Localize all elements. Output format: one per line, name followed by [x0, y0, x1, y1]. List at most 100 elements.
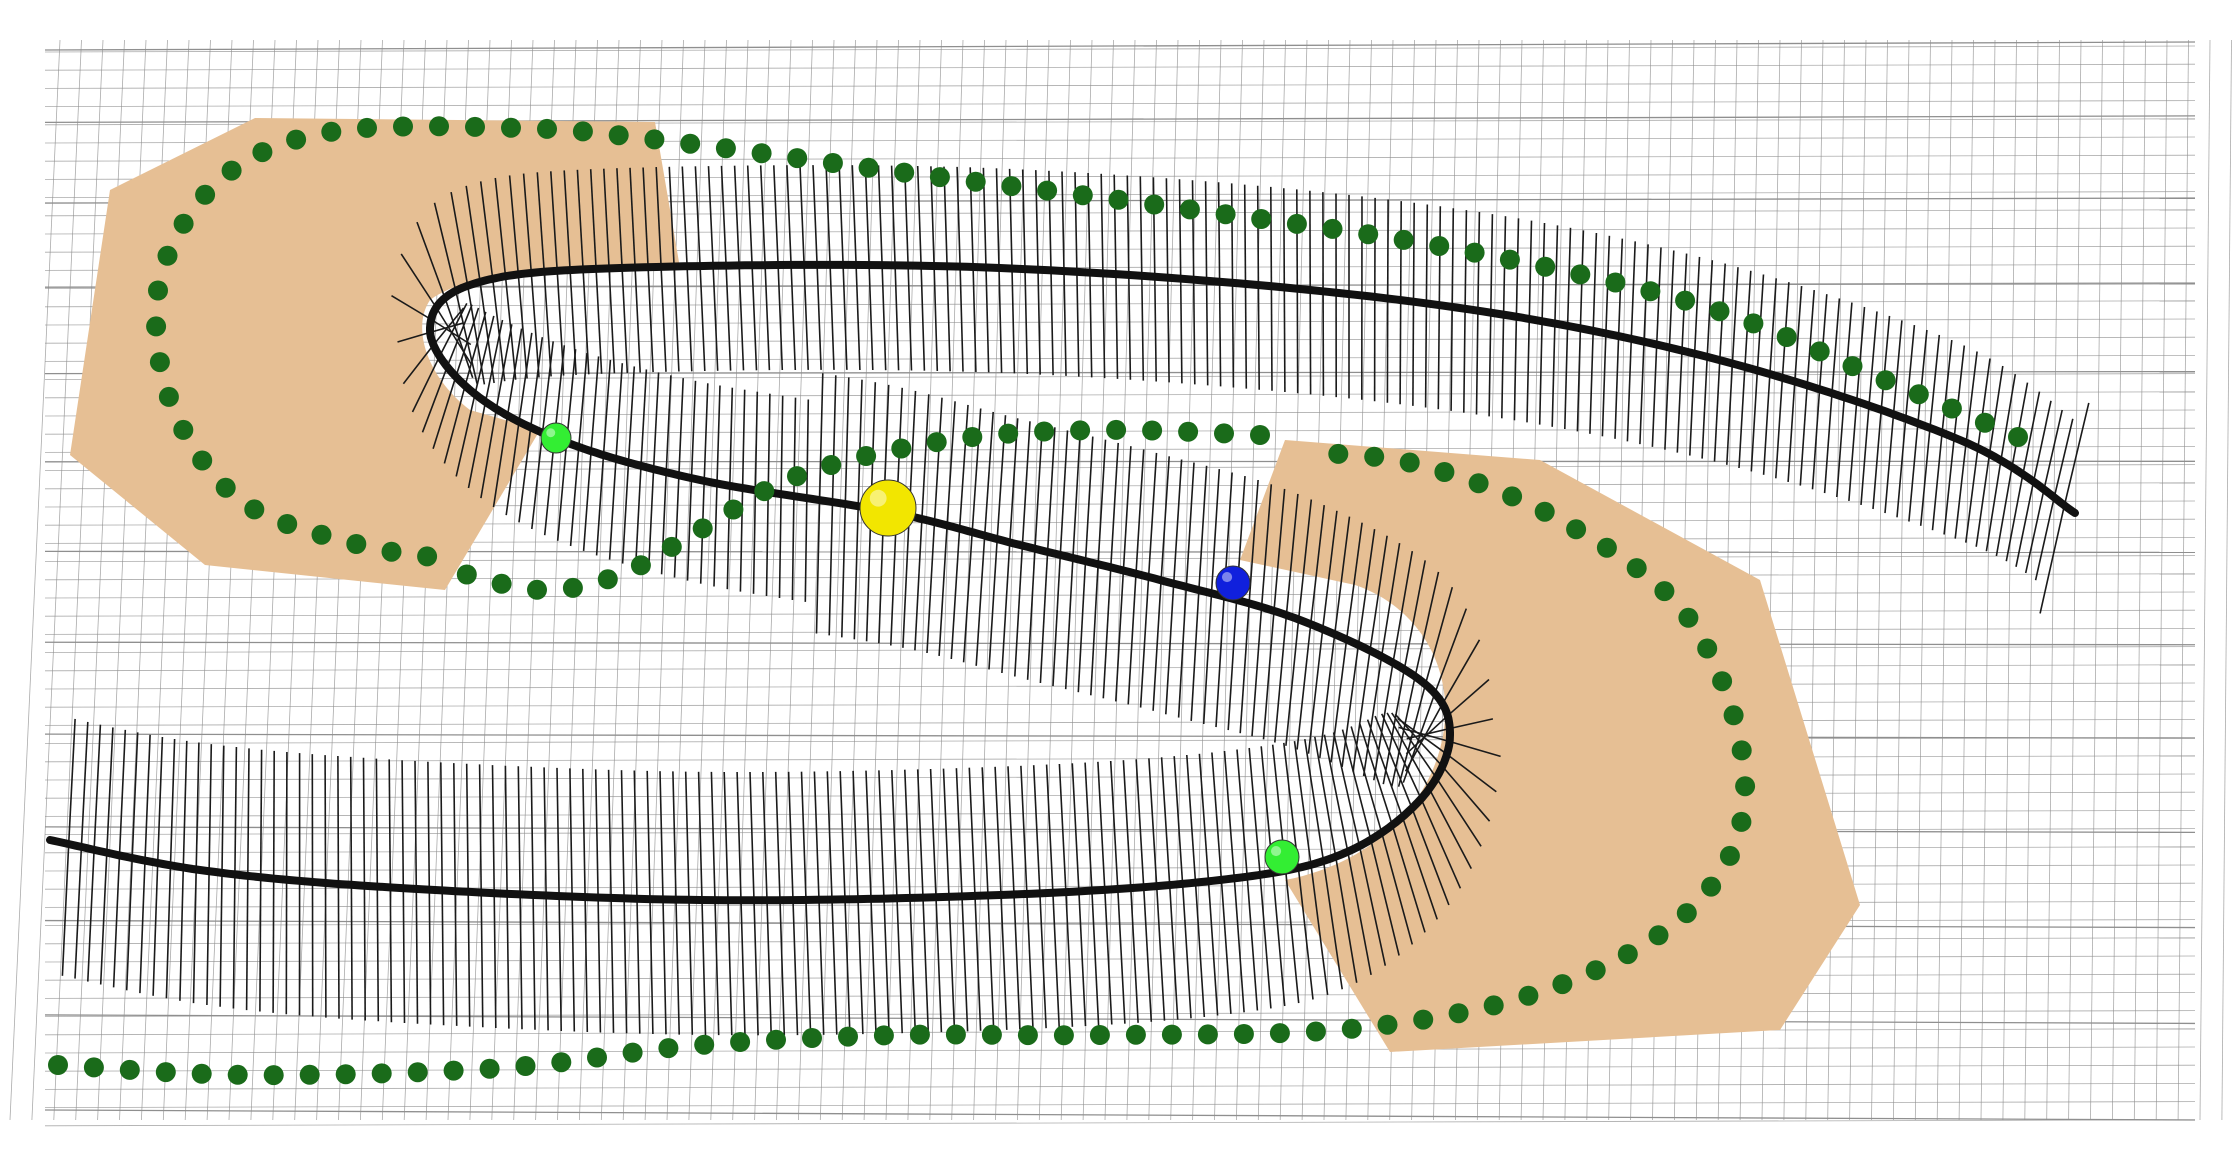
normal-line: [1026, 548, 1036, 680]
inner-boundary-middle-dot: [491, 573, 512, 594]
inner-boundary-middle-dot: [1142, 420, 1163, 441]
normal-line: [896, 898, 903, 1034]
grid-row: [44, 100, 2196, 107]
grid-column: [776, 39, 813, 1121]
normal-line: [421, 366, 448, 433]
grid-row: [44, 1064, 2196, 1072]
outer-boundary-lower-dot: [909, 1024, 930, 1045]
normal-line: [806, 399, 810, 499]
normal-line: [1000, 894, 1008, 1030]
grid-column: [841, 39, 878, 1121]
grid-column: [2046, 39, 2060, 1121]
normal-line: [1437, 305, 1441, 410]
outer-boundary-lower-dot: [1305, 1021, 1326, 1042]
normal-line: [505, 421, 520, 516]
normal-line: [1406, 727, 1450, 740]
normal-line: [1988, 365, 2004, 455]
inner-boundary-middle-dot: [1250, 425, 1270, 445]
transition-marker-lower[interactable]: [1264, 839, 1300, 875]
normal-line: [660, 266, 667, 372]
normal-line: [87, 849, 95, 982]
outer-boundary-lower-dot: [1518, 985, 1539, 1006]
normal-line: [1078, 891, 1087, 1027]
inner-boundary-middle-dot: [754, 481, 775, 502]
outer-boundary-lower-dot: [1735, 776, 1756, 797]
normal-line: [1848, 401, 1858, 501]
normal-line: [1515, 218, 1520, 317]
normal-line: [506, 893, 510, 1029]
normal-line: [467, 891, 471, 1027]
inner-boundary-middle-dot: [1214, 423, 1234, 444]
normal-line: [690, 380, 697, 479]
grid-row: [44, 992, 2196, 999]
outer-boundary-lower-dot: [766, 1029, 786, 1050]
normal-line: [532, 894, 536, 1030]
normal-line: [950, 528, 961, 660]
grid-row: [44, 810, 2196, 817]
normal-line: [816, 264, 822, 370]
normal-line: [877, 165, 883, 266]
outer-boundary-lower-dot: [335, 1064, 356, 1085]
normal-line: [636, 898, 641, 1034]
normal-line: [2024, 489, 2045, 574]
normal-line: [433, 202, 457, 292]
outer-boundary-lower-dot: [407, 1062, 428, 1083]
normal-line: [1179, 278, 1183, 384]
normal-line: [831, 899, 838, 1035]
normal-line: [831, 375, 837, 503]
normal-line: [388, 759, 392, 888]
outer-boundary-lower-dot: [1648, 925, 1669, 946]
normal-line: [672, 771, 677, 900]
normal-line: [455, 393, 476, 477]
normal-line: [1207, 881, 1219, 1016]
normal-line: [907, 265, 913, 371]
normal-line: [738, 265, 745, 371]
normal-line: [478, 764, 482, 893]
normal-line: [1626, 338, 1633, 442]
normal-line: [1334, 856, 1358, 983]
normal-line: [1109, 760, 1119, 890]
outer-boundary-upper-dot: [537, 118, 557, 139]
normal-line: [1919, 427, 1931, 526]
normal-line: [1713, 360, 1721, 462]
normal-line: [411, 355, 441, 413]
target-marker[interactable]: [1215, 565, 1251, 601]
normal-line: [1296, 624, 1312, 750]
normal-line: [942, 768, 950, 897]
grid-column: [1126, 39, 1157, 1121]
normal-line: [956, 166, 961, 267]
normal-line: [962, 532, 973, 663]
outer-boundary-upper-dot: [501, 117, 521, 138]
normal-line: [818, 373, 824, 501]
normal-line: [1995, 466, 2013, 557]
normal-line: [1330, 639, 1348, 763]
transition-marker-upper[interactable]: [540, 422, 572, 454]
normal-line: [543, 437, 556, 536]
normal-line: [1135, 759, 1145, 888]
normal-line: [590, 356, 600, 452]
normal-line: [1218, 281, 1222, 387]
outer-boundary-lower-dot: [1678, 607, 1699, 628]
normal-line: [1726, 363, 1734, 465]
normal-line: [1564, 325, 1569, 430]
normal-line: [971, 408, 982, 533]
normal-line: [1177, 586, 1188, 718]
normal-line: [152, 863, 159, 996]
current-position-marker[interactable]: [859, 479, 917, 537]
normal-line: [620, 770, 625, 899]
normal-line: [740, 900, 746, 1036]
normal-line: [753, 900, 759, 1036]
normal-line: [597, 897, 602, 1033]
outer-boundary-lower-dot: [1017, 1025, 1038, 1046]
normal-line: [987, 895, 995, 1031]
normal-line: [1217, 182, 1221, 282]
normal-line: [1794, 286, 1803, 382]
outer-boundary-upper-dot: [858, 157, 879, 178]
normal-line: [714, 900, 720, 1036]
normal-line: [773, 165, 779, 266]
normal-line: [787, 771, 794, 901]
normal-line: [1872, 409, 1882, 510]
normal-line: [1904, 325, 1916, 419]
